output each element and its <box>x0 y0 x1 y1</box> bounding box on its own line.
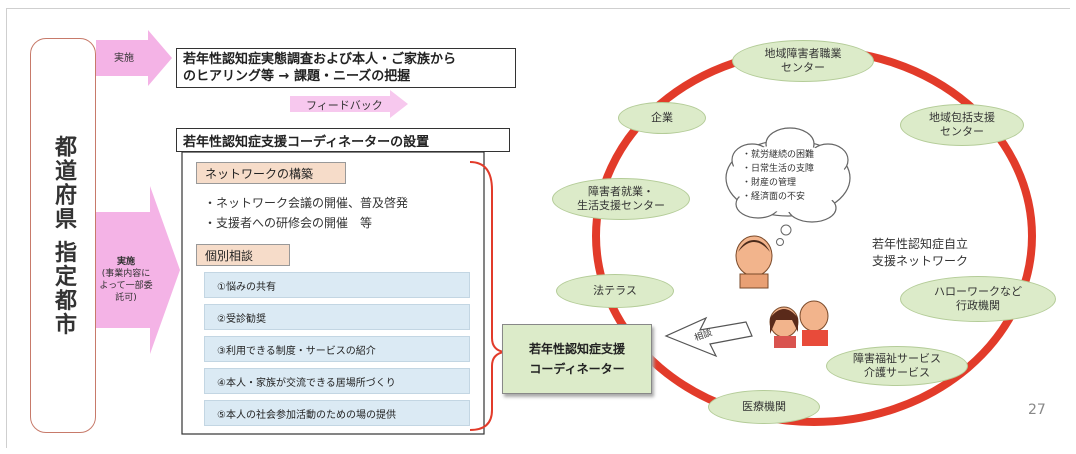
frame-top-line <box>6 8 1070 9</box>
consult-item-4: ④本人・家族が交流できる居場所づくり <box>204 368 470 394</box>
consult-heading: 個別相談 <box>196 244 290 266</box>
network-heading: ネットワークの構築 <box>196 162 346 184</box>
consult-item-1: ①悩みの共有 <box>204 272 470 298</box>
survey-line-2: のヒアリング等 → 課題・ニーズの把握 <box>183 69 411 84</box>
feedback-arrow <box>290 90 408 118</box>
lower-arrow-line-2: (事業内容に <box>101 269 151 279</box>
lower-arrow-line-4: 託可) <box>115 293 137 303</box>
network-label-line-2: 支援ネットワーク <box>871 254 968 268</box>
cloud-item-4: ・経済面の不安 <box>742 192 806 202</box>
cloud-item-3: ・財産の管理 <box>742 178 797 188</box>
cloud-text: ・就労継続の困難 ・日常生活の支障 ・財産の管理 ・経済面の不安 <box>742 148 814 204</box>
survey-line-1: 若年性認知症実態調査および本人・ご家族から <box>183 52 457 67</box>
node-employment-center: 地域障害者職業 センター <box>732 40 874 82</box>
coordinator-line-1: 若年性認知症支援 <box>528 342 625 356</box>
lower-pink-arrow <box>96 186 180 354</box>
network-label-line-1: 若年性認知症自立 <box>871 237 968 251</box>
prefecture-box: 都道府県 指定都市 <box>30 38 96 433</box>
coordinator-line-2: コーディネーター <box>529 362 625 376</box>
network-label: 若年性認知症自立 支援ネットワーク <box>860 236 980 270</box>
network-item-2: ・支援者への研修会の開催 等 <box>204 216 373 230</box>
lower-arrow-label: 実施 (事業内容に よって一部委 託可) <box>98 256 154 304</box>
node-comprehensive-center: 地域包括支援 センター <box>900 104 1024 146</box>
lower-arrow-line-3: よって一部委 <box>99 281 153 291</box>
coordinator-setup-box: 若年性認知症支援コーディネーターの設置 <box>176 128 510 152</box>
person-man-illustration <box>735 235 773 289</box>
person-couple-illustration <box>769 300 829 348</box>
node-welfare: 障害福祉サービス 介護サービス <box>826 346 968 386</box>
coordinator-box: 若年性認知症支援 コーディネーター <box>502 324 652 394</box>
cloud-item-2: ・日常生活の支障 <box>742 164 815 174</box>
page-number: 27 <box>1028 402 1046 418</box>
consult-item-3: ③利用できる制度・サービスの紹介 <box>204 336 470 362</box>
network-item-1: ・ネットワーク会議の開催、普及啓発 <box>204 196 409 210</box>
node-disabled-center: 障害者就業・ 生活支援センター <box>552 178 690 220</box>
consult-item-2: ②受診勧奨 <box>204 304 470 330</box>
cloud-item-1: ・就労継続の困難 <box>742 150 815 160</box>
prefecture-label: 都道府県 指定都市 <box>51 134 76 337</box>
consult-item-5: ⑤本人の社会参加活動のための場の提供 <box>204 400 470 426</box>
frame-left-line <box>6 8 7 448</box>
node-hello-work: ハローワークなど 行政機関 <box>900 276 1056 322</box>
thought-cloud <box>725 127 851 246</box>
node-medical: 医療機関 <box>708 390 820 424</box>
top-pink-arrow <box>96 30 172 86</box>
consult-arrow <box>664 316 753 358</box>
node-hou-terasu: 法テラス <box>556 274 674 308</box>
lower-arrow-line-1: 実施 <box>116 257 135 267</box>
survey-box: 若年性認知症実態調査および本人・ご家族から のヒアリング等 → 課題・ニーズの把… <box>176 48 516 88</box>
top-arrow-label: 実施 <box>114 53 134 64</box>
feedback-label: フィードバック <box>306 99 383 112</box>
node-company: 企業 <box>618 102 706 134</box>
